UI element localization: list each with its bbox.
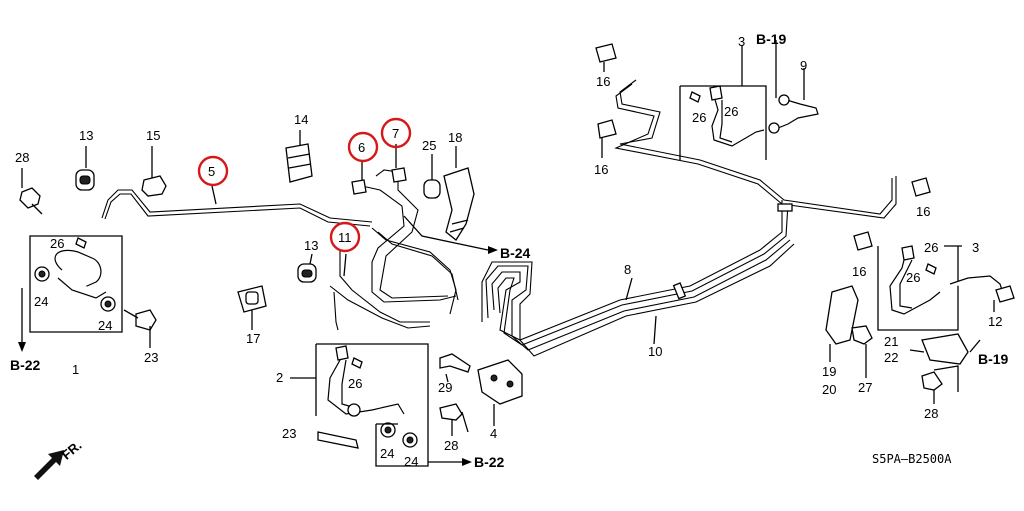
label-24: 24 bbox=[34, 294, 48, 309]
label-26: 26 bbox=[50, 236, 64, 251]
left-rear-hose-assembly bbox=[19, 187, 123, 333]
small-parts bbox=[75, 143, 475, 331]
highlight-ring-6 bbox=[347, 131, 379, 163]
label-12: 12 bbox=[988, 314, 1002, 329]
label-19: 19 bbox=[822, 364, 836, 379]
label-29: 29 bbox=[438, 380, 452, 395]
ref-b19-top: B-19 bbox=[756, 31, 787, 47]
label-16: 16 bbox=[594, 162, 608, 177]
label-16: 16 bbox=[596, 74, 610, 89]
label-18: 18 bbox=[448, 130, 462, 145]
label-5: 5 bbox=[208, 164, 215, 179]
diagram-code: S5PA—B2500A bbox=[872, 452, 952, 466]
label-23: 23 bbox=[144, 350, 158, 365]
label-16: 16 bbox=[852, 264, 866, 279]
ref-b19-right: B-19 bbox=[978, 351, 1009, 367]
label-24: 24 bbox=[98, 318, 112, 333]
ref-b22-left: B-22 bbox=[10, 357, 41, 373]
label-13: 13 bbox=[304, 238, 318, 253]
label-26: 26 bbox=[692, 110, 706, 125]
ref-b24: B-24 bbox=[500, 245, 531, 261]
hose-assembly-2 bbox=[315, 343, 429, 467]
label-3: 3 bbox=[972, 240, 979, 255]
label-22: 22 bbox=[884, 350, 898, 365]
label-6: 6 bbox=[358, 140, 365, 155]
upper-right-hose-assembly bbox=[595, 43, 819, 160]
highlight-ring-7 bbox=[380, 117, 412, 149]
label-28: 28 bbox=[444, 438, 458, 453]
label-14: 14 bbox=[294, 112, 308, 127]
label-24: 24 bbox=[380, 446, 394, 461]
label-8: 8 bbox=[624, 262, 631, 277]
label-13: 13 bbox=[79, 128, 93, 143]
label-26: 26 bbox=[724, 104, 738, 119]
label-2: 2 bbox=[276, 370, 283, 385]
label-28: 28 bbox=[15, 150, 29, 165]
label-23: 23 bbox=[282, 426, 296, 441]
reference-callouts: B-22 B-24 B-22 B-19 B-19 bbox=[10, 31, 1009, 470]
part-labels: 28 13 15 5 14 6 7 25 18 26 24 24 1 23 11… bbox=[15, 34, 1002, 469]
highlight-ring-11 bbox=[329, 221, 361, 253]
leader-lines bbox=[18, 40, 995, 480]
label-16: 16 bbox=[916, 204, 930, 219]
label-17: 17 bbox=[246, 331, 260, 346]
label-27: 27 bbox=[858, 380, 872, 395]
label-3: 3 bbox=[738, 34, 745, 49]
label-15: 15 bbox=[146, 128, 160, 143]
label-26: 26 bbox=[924, 240, 938, 255]
label-21: 21 bbox=[884, 334, 898, 349]
label-7: 7 bbox=[392, 126, 399, 141]
label-10: 10 bbox=[648, 344, 662, 359]
ref-b22-bottom: B-22 bbox=[474, 454, 505, 470]
label-28: 28 bbox=[924, 406, 938, 421]
label-26: 26 bbox=[348, 376, 362, 391]
label-11: 11 bbox=[338, 230, 352, 245]
front-direction-label: FR. bbox=[59, 438, 85, 463]
label-26: 26 bbox=[906, 270, 920, 285]
brake-pipe-network bbox=[101, 79, 897, 357]
label-20: 20 bbox=[822, 382, 836, 397]
highlight-ring-5 bbox=[197, 155, 229, 187]
highlight-rings bbox=[197, 117, 412, 253]
label-1: 1 bbox=[72, 362, 79, 377]
label-24: 24 bbox=[404, 454, 418, 469]
lower-right-hose-assembly bbox=[825, 177, 1015, 392]
label-25: 25 bbox=[422, 138, 436, 153]
label-9: 9 bbox=[800, 58, 807, 73]
center-parts bbox=[439, 353, 523, 433]
label-4: 4 bbox=[490, 426, 497, 441]
